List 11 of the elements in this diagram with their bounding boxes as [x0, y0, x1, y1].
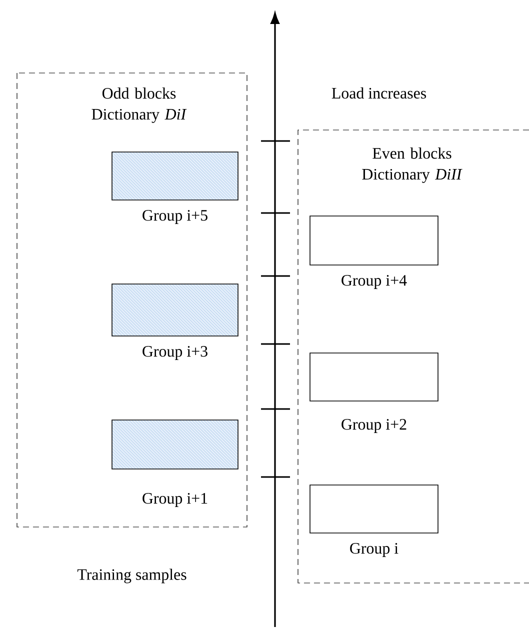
hatched-block: Group i+1	[112, 420, 238, 507]
axis-label: Training samples	[77, 568, 186, 584]
node-label: Group i	[350, 543, 398, 557]
group-block: Group i+2	[310, 352, 438, 433]
axis-label: Load increases	[332, 87, 426, 99]
hatched-block: Group i+3	[112, 284, 238, 360]
hatched-block: Group i+5	[112, 152, 238, 224]
group-block: Group i+4	[310, 216, 438, 289]
group-block: Group i	[310, 484, 438, 557]
node-label: Group i+4	[342, 275, 407, 289]
node-label: Group i+2	[342, 419, 406, 433]
